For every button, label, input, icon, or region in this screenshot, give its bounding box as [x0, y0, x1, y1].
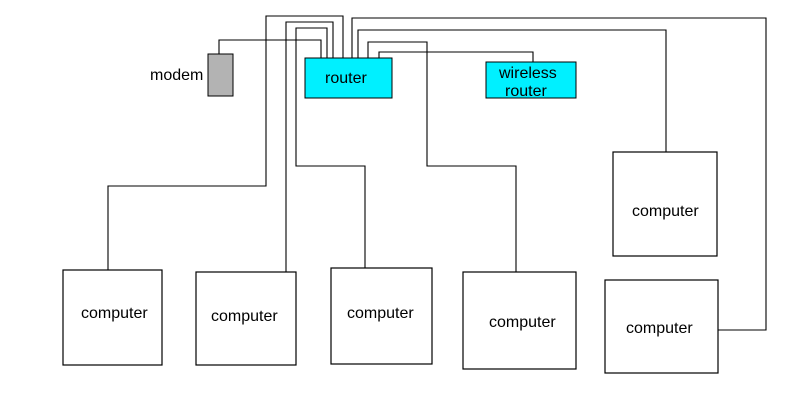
computer-5-box	[604, 279, 719, 374]
wireless-router-label-line2: router	[505, 83, 547, 100]
computer-6-box	[612, 151, 718, 257]
wire-wireless-router	[378, 51, 534, 62]
computer-3: computer	[330, 267, 433, 365]
computer-5-label: computer	[626, 320, 693, 337]
computer-4-box	[462, 271, 577, 370]
computer-4-label: computer	[489, 314, 556, 331]
router-device: router	[304, 57, 393, 99]
wire-computer-2	[285, 21, 334, 272]
wire-computer-5	[351, 17, 767, 331]
wire-computer-6	[357, 29, 667, 152]
computer-1: computer	[62, 269, 163, 366]
wire-computer-4	[367, 41, 517, 272]
connection-wires	[107, 15, 767, 331]
wire-computer-1	[107, 15, 344, 270]
computer-3-label: computer	[347, 305, 414, 322]
wireless-router-label-line1: wireless	[498, 65, 557, 82]
modem-device: modem	[150, 53, 234, 97]
computer-3-box	[330, 267, 433, 365]
computer-6: computer	[612, 151, 718, 257]
wire-computer-3	[295, 27, 366, 268]
wireless-router-box	[485, 61, 577, 99]
modem-box	[207, 53, 234, 97]
router-label: router	[325, 70, 367, 87]
computer-2: computer	[195, 271, 297, 366]
computer-1-label: computer	[81, 305, 148, 322]
computer-2-label: computer	[211, 308, 278, 325]
computer-4: computer	[462, 271, 577, 370]
computer-5: computer	[604, 279, 719, 374]
computer-1-box	[62, 269, 163, 366]
computer-2-box	[195, 271, 297, 366]
wire-modem-router	[218, 39, 322, 58]
computer-6-label: computer	[632, 203, 699, 220]
modem-label: modem	[150, 67, 203, 84]
router-box	[304, 57, 393, 99]
wireless-router-device: wireless router	[485, 61, 577, 100]
